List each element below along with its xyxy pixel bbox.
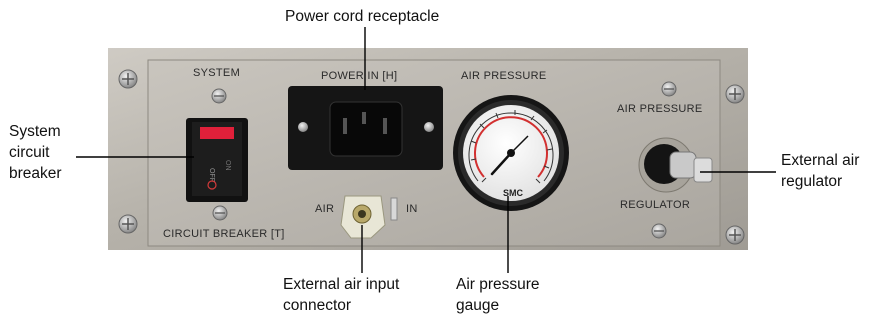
callout-line: External air input — [283, 276, 400, 293]
callout-line: System — [9, 123, 61, 140]
air-input-connector — [340, 195, 398, 239]
regulator-label: REGULATOR — [620, 199, 690, 211]
screw-icon — [725, 84, 745, 104]
screw-icon — [661, 81, 677, 97]
callout-line: breaker — [9, 165, 62, 182]
circuit-breaker-label: CIRCUIT BREAKER [T] — [163, 228, 285, 240]
screw-icon — [725, 225, 745, 245]
gauge-brand-label: SMC — [503, 188, 524, 198]
external-air-regulator-callout: External air regulator — [781, 150, 859, 192]
screw-icon — [118, 69, 138, 89]
switch-off-label: OFF — [208, 168, 215, 182]
screw-icon — [651, 223, 667, 239]
callout-line: circuit — [9, 144, 50, 161]
air-pressure-right-label: AIR PRESSURE — [617, 103, 703, 115]
callout-line: regulator — [781, 173, 843, 190]
air-pressure-top-label: AIR PRESSURE — [461, 70, 547, 82]
power-cord-receptacle-callout: Power cord receptacle — [285, 8, 440, 25]
system-circuit-breaker-callout: System circuit breaker — [9, 121, 62, 184]
switch-on-label: ON — [224, 160, 231, 171]
power-in-label: POWER IN [H] — [321, 70, 397, 82]
screw-icon — [211, 88, 227, 104]
air-pressure-gauge: SMC — [453, 95, 569, 211]
screw-icon — [212, 205, 228, 221]
circuit-breaker-switch: ON OFF — [186, 118, 248, 202]
external-air-regulator — [638, 137, 713, 193]
callout-line: connector — [283, 297, 352, 314]
air-label: AIR — [315, 203, 334, 215]
callout-line: External air — [781, 152, 860, 169]
system-label: SYSTEM — [193, 67, 240, 79]
power-receptacle — [288, 86, 443, 170]
air-pressure-gauge-callout: Air pressure gauge — [456, 274, 540, 316]
in-label: IN — [406, 203, 418, 215]
callout-line: gauge — [456, 297, 500, 314]
callout-line: Air pressure — [456, 276, 540, 293]
external-air-input-callout: External air input connector — [283, 274, 399, 316]
screw-icon — [118, 214, 138, 234]
